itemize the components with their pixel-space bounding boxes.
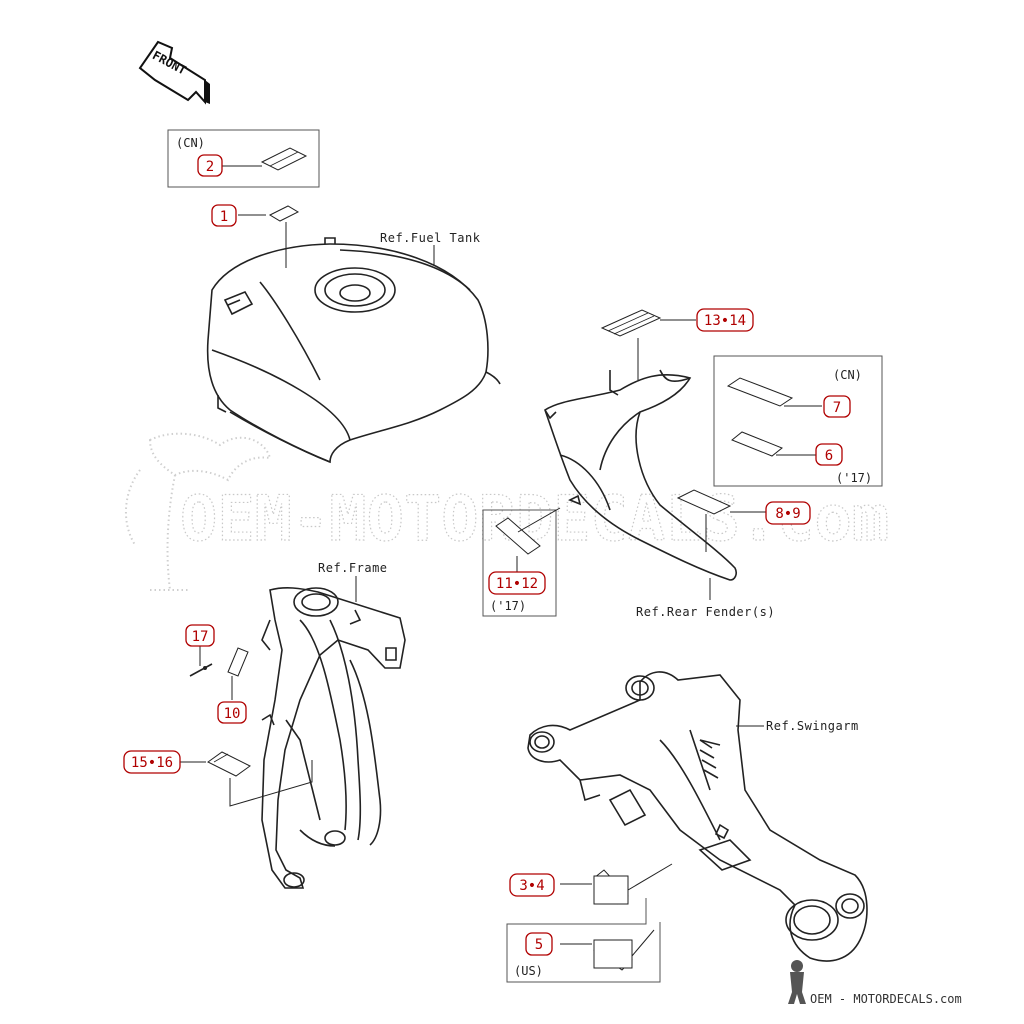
decal-10 [227,647,249,700]
y17-box-mid: ('17) [482,507,561,617]
footer-credit-text: OEM - MOTORDECALS.com [810,992,962,1006]
ref-rear-fender-label: Ref.Rear Fender(s) [636,605,775,619]
callout-13-14[interactable]: 13•14 [696,308,754,332]
watermark-figure [124,432,272,591]
decal-15-16 [180,751,313,807]
callout-8-9-label: 8•9 [775,506,800,522]
swingarm-drawing [527,671,868,962]
decal-3-4 [560,863,673,905]
callout-17-label: 17 [192,629,209,645]
y17-note-mid: ('17) [490,599,526,613]
callout-6[interactable]: 6 [815,443,843,466]
us-box: (US) [506,898,661,983]
ref-swingarm-label: Ref.Swingarm [766,719,859,733]
decal-1-shape [268,205,300,222]
ref-frame-label: Ref.Frame [318,561,388,575]
decal-6-shape [731,431,783,457]
decal-15-16-shape [207,751,251,777]
decal-8-9-shape [676,489,732,515]
callout-5[interactable]: 5 [525,932,553,956]
rear-fender-drawing [544,369,737,581]
decal-13-14-shape [600,309,662,337]
cn-note-right: (CN) [833,368,862,382]
callout-11-12[interactable]: 11•12 [488,571,546,595]
callout-5-label: 5 [535,937,543,953]
callout-2[interactable]: 2 [197,154,223,177]
callout-13-14-label: 13•14 [704,313,746,329]
front-arrow: FRONT [138,40,210,105]
callout-11-12-label: 11•12 [496,576,538,592]
footer-logo-figure [788,960,806,1004]
decal-13-14 [600,309,696,380]
us-note: (US) [514,964,543,978]
y17-note-right: ('17) [836,471,872,485]
cn-box-right: (CN) ('17) [713,355,883,487]
decal-7-shape [726,377,794,407]
callout-3-4[interactable]: 3•4 [509,873,555,897]
callout-3-4-label: 3•4 [519,878,544,894]
callout-6-label: 6 [825,448,833,464]
callout-17[interactable]: 17 [185,624,215,647]
callout-1[interactable]: 1 [211,204,237,227]
callout-10[interactable]: 10 [217,701,247,724]
callout-2-label: 2 [206,159,214,175]
callout-15-16-label: 15•16 [131,755,173,771]
decal-10-shape [227,647,249,677]
decal-11-12-shape [495,517,541,555]
fuel-tank-drawing [206,237,501,464]
footer-credit: OEM - MOTORDECALS.com [788,960,962,1006]
callout-1-label: 1 [220,209,228,225]
decal-17 [189,646,213,677]
callout-15-16[interactable]: 15•16 [123,750,181,774]
callout-8-9[interactable]: 8•9 [765,501,811,525]
callout-7-label: 7 [833,400,841,416]
cn-note-top: (CN) [176,136,205,150]
callout-10-label: 10 [224,706,241,722]
frame-drawing [261,587,406,889]
callout-7[interactable]: 7 [823,395,851,418]
decal-8-9 [676,489,766,552]
ref-fuel-tank-label: Ref.Fuel Tank [380,231,481,245]
cn-box-top: (CN) [167,129,320,188]
decal-1 [238,205,300,268]
